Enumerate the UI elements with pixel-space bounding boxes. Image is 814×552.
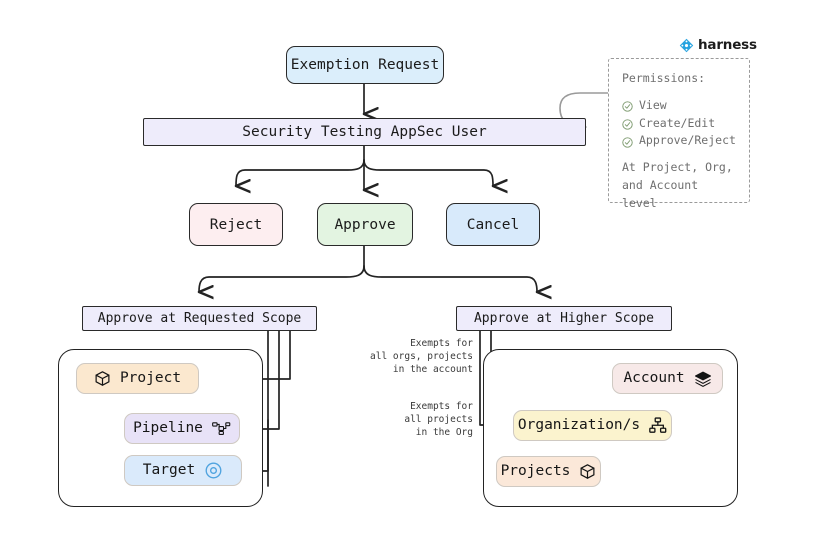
- target-icon: [204, 461, 223, 480]
- node-label: Approve: [334, 216, 396, 233]
- layers-icon: [694, 370, 712, 388]
- edge-label-account-exempts: Exempts for all orgs, projects in the ac…: [370, 338, 473, 375]
- node-reject[interactable]: Reject: [189, 203, 283, 246]
- permissions-box: Permissions: View Create/Edit: [608, 58, 750, 210]
- node-approve-requested-scope[interactable]: Approve at Requested Scope: [82, 306, 317, 331]
- chip-target[interactable]: Target: [124, 455, 242, 486]
- permission-label: Approve/Reject: [639, 133, 736, 148]
- node-approve-higher-scope[interactable]: Approve at Higher Scope: [456, 306, 672, 331]
- node-approve[interactable]: Approve: [317, 203, 413, 246]
- node-label: Security Testing AppSec User: [242, 124, 487, 140]
- node-label: Exemption Request: [290, 57, 440, 73]
- harness-wordmark: harness: [698, 37, 757, 53]
- permission-label: View: [639, 97, 667, 112]
- chip-account[interactable]: Account: [612, 363, 723, 394]
- node-exemption-request[interactable]: Exemption Request: [286, 46, 444, 84]
- chip-label: Target: [142, 462, 196, 479]
- node-label: Approve at Higher Scope: [473, 311, 654, 326]
- harness-diamond-icon: [679, 38, 694, 53]
- check-circle-icon: [622, 100, 633, 112]
- permission-item-approve-reject: Approve/Reject: [622, 132, 736, 150]
- harness-logo: harness: [679, 37, 757, 53]
- edge-label-org-exempts: Exempts for all projects in the Org: [404, 401, 473, 438]
- permission-label: Create/Edit: [639, 115, 716, 130]
- chip-label: Projects: [500, 463, 571, 480]
- permissions-title: Permissions:: [622, 71, 706, 85]
- org-chart-icon: [649, 417, 667, 434]
- chip-pipeline[interactable]: Pipeline: [124, 413, 240, 444]
- chip-label: Project: [119, 370, 182, 387]
- chip-projects[interactable]: Projects: [496, 456, 601, 487]
- check-circle-icon: [622, 118, 633, 130]
- chip-label: Pipeline: [133, 420, 203, 437]
- cube-icon: [94, 370, 111, 387]
- permission-item-view: View: [622, 97, 736, 115]
- permissions-footnote-line1: At Project, Org,: [622, 160, 733, 175]
- node-cancel[interactable]: Cancel: [446, 203, 540, 246]
- chip-label: Organization/s: [517, 417, 641, 434]
- chip-organizations[interactable]: Organization/s: [513, 410, 672, 441]
- node-security-appsec-user[interactable]: Security Testing AppSec User: [143, 118, 586, 146]
- chip-label: Account: [623, 370, 685, 387]
- pipeline-icon: [212, 421, 231, 436]
- cube-icon: [579, 463, 596, 480]
- node-label: Reject: [209, 216, 263, 233]
- node-label: Approve at Requested Scope: [97, 311, 302, 326]
- check-circle-icon: [622, 136, 633, 148]
- chip-project[interactable]: Project: [76, 363, 199, 394]
- permissions-footnote-line2: and Account level: [622, 178, 699, 210]
- node-label: Cancel: [466, 216, 520, 233]
- permission-item-create-edit: Create/Edit: [622, 115, 736, 133]
